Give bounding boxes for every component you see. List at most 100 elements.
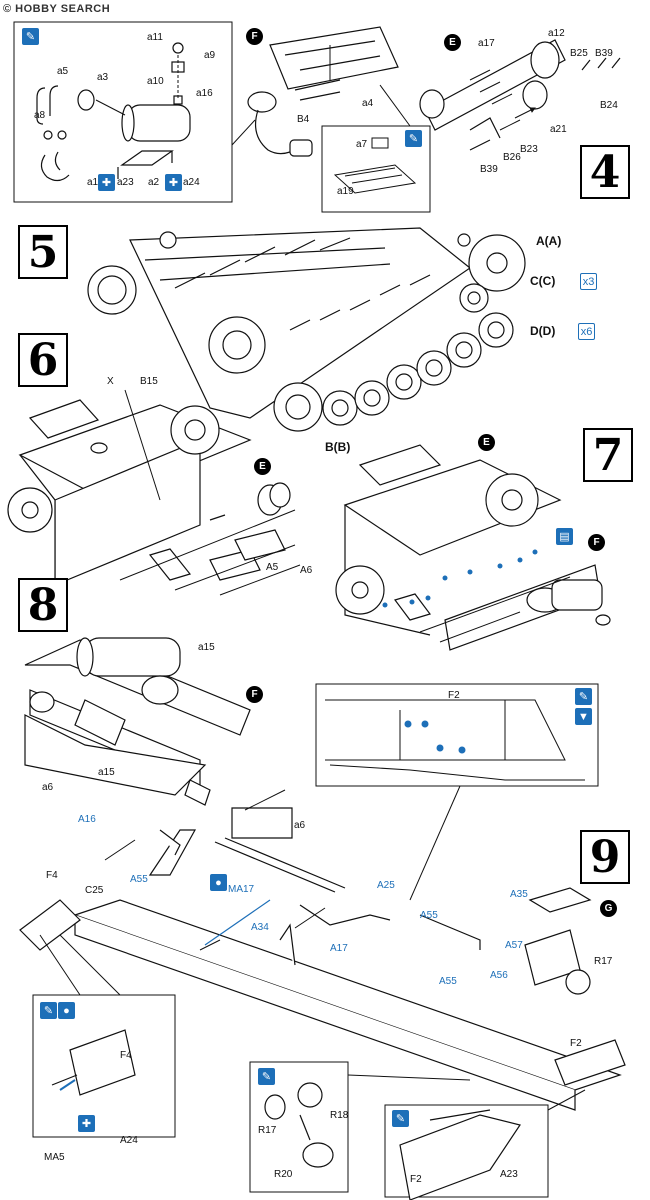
assembly-arrows: [104, 839, 326, 951]
quantity-badge-d: x6: [578, 323, 595, 340]
rear-plate-assembly-f: [247, 26, 399, 157]
f2-detail-plate: [399, 1109, 521, 1200]
wheel-label-a: A(A): [536, 234, 562, 248]
step-number-9: 9: [580, 830, 630, 884]
part-label-a17: a17: [478, 38, 495, 49]
f4-detail-frame: [32, 994, 176, 1138]
glue-icon: ●: [58, 1002, 75, 1019]
callout-line: [347, 1074, 471, 1081]
callout-line: [59, 934, 121, 996]
step-number-5: 5: [18, 225, 68, 279]
part-label-a1: a1: [87, 177, 99, 188]
leader-line: [124, 389, 161, 501]
part-label-a11: a11: [147, 32, 163, 43]
part-label-b24: B24: [600, 100, 618, 111]
part-label-x: X: [107, 376, 114, 387]
assembly-arrows: [244, 789, 286, 811]
part-label-a24: A24: [120, 1135, 138, 1146]
wheel-label-b: B(B): [325, 440, 351, 454]
assembly-arrows: [119, 509, 301, 596]
part-label-r17: R17: [258, 1125, 277, 1136]
hull-rear-assembly-step7: [335, 444, 611, 651]
glue-point-markers: [382, 549, 538, 608]
part-label-a6: A6: [300, 565, 313, 576]
assembly-arrows: [469, 69, 535, 131]
ma17-guide-line: [204, 899, 271, 946]
part-label-b4: B4: [297, 114, 310, 125]
callout-line: [409, 785, 461, 901]
grille-part-a19: [333, 137, 417, 194]
color-callout-icon: ✚: [165, 174, 182, 191]
f4-detail-plate: [51, 1029, 136, 1096]
part-label-blue-a16: A16: [78, 814, 96, 825]
part-label-a10: a10: [147, 76, 164, 87]
part-label-a5: A5: [266, 562, 279, 573]
part-label-a23: a23: [117, 177, 134, 188]
ma5-arrow: [59, 1079, 76, 1091]
step-number-6: 6: [18, 333, 68, 387]
flip-icon: ▼: [575, 708, 592, 725]
part-label-r17: R17: [594, 956, 613, 967]
part-label-blue-a55: A55: [420, 910, 438, 921]
part-label-blue-a55: A55: [130, 874, 148, 885]
part-label-a12: a12: [548, 28, 565, 39]
assembly-marker-e: E: [444, 34, 461, 51]
part-label-f2: F2: [410, 1174, 422, 1185]
sub-detail-frame: [321, 125, 431, 213]
part-label-b25: B25: [570, 48, 588, 59]
part-label-f4: F4: [46, 870, 58, 881]
part-label-blue-ma17: MA17: [228, 884, 255, 895]
assembly-marker-f-step7: F: [588, 534, 605, 551]
hull-rear-assembly-step6: [7, 399, 291, 586]
part-label-a19: a19: [337, 186, 354, 197]
part-label-a21: a21: [550, 124, 567, 135]
part-label-f4: F4: [120, 1050, 132, 1061]
guide-line: [95, 99, 126, 116]
part-label-a24: a24: [183, 177, 200, 188]
part-label-b39: B39: [480, 164, 498, 175]
part-label-a6: a6: [42, 782, 54, 793]
part-label-f2-detail: F2: [448, 690, 460, 701]
rear-deck-assembly-step8: [24, 637, 293, 839]
paint-brush-icon: ✎: [405, 130, 422, 147]
assembly-marker-f-step8: F: [246, 686, 263, 703]
part-label-blue-a34: A34: [251, 922, 269, 933]
callout-line: [39, 934, 81, 996]
part-label-blue-a35: A35: [510, 889, 528, 900]
paint-brush-icon: ✎: [258, 1068, 275, 1085]
hull-floor-plate-step9: [19, 829, 626, 1111]
assembly-marker-e-step6: E: [254, 458, 271, 475]
part-label-a8: a8: [34, 110, 46, 121]
part-label-a23: A23: [500, 1169, 518, 1180]
f2-glue-points: [404, 720, 466, 754]
color-callout-icon: ✚: [98, 174, 115, 191]
part-label-blue-a55: A55: [439, 976, 457, 987]
part-label-blue-a17: A17: [330, 943, 348, 954]
assembly-marker-f: F: [246, 28, 263, 45]
assembly-marker-g: G: [600, 900, 617, 917]
part-label-a15: a15: [98, 767, 115, 778]
suspension-bracket-assembly-e: [419, 39, 621, 151]
assembly-arrows: [419, 576, 571, 643]
part-label-a5: a5: [57, 66, 69, 77]
part-label-blue-a25: A25: [377, 880, 395, 891]
quantity-badge-c: x3: [580, 273, 597, 290]
callout-line: [547, 1089, 586, 1111]
part-label-b26: B26: [503, 152, 521, 163]
hull-suspension-assembly: [87, 227, 526, 432]
step-number-4: 4: [580, 145, 630, 199]
part-label-f2: F2: [570, 1038, 582, 1049]
wheel-label-d: D(D): [530, 324, 556, 338]
paint-brush-icon: ✎: [22, 28, 39, 45]
paint-brush-icon: ✎: [392, 1110, 409, 1127]
part-label-a9: a9: [204, 50, 216, 61]
part-label-b23: B23: [520, 144, 538, 155]
part-label-c25: C25: [85, 885, 104, 896]
hobby-search-logo: © HOBBY SEARCH: [3, 3, 111, 15]
step-number-8: 8: [18, 578, 68, 632]
part-label-a2: a2: [148, 177, 160, 188]
color-callout-icon: ▤: [556, 528, 573, 545]
part-label-a16: a16: [196, 88, 213, 99]
callout-line: [379, 84, 411, 127]
